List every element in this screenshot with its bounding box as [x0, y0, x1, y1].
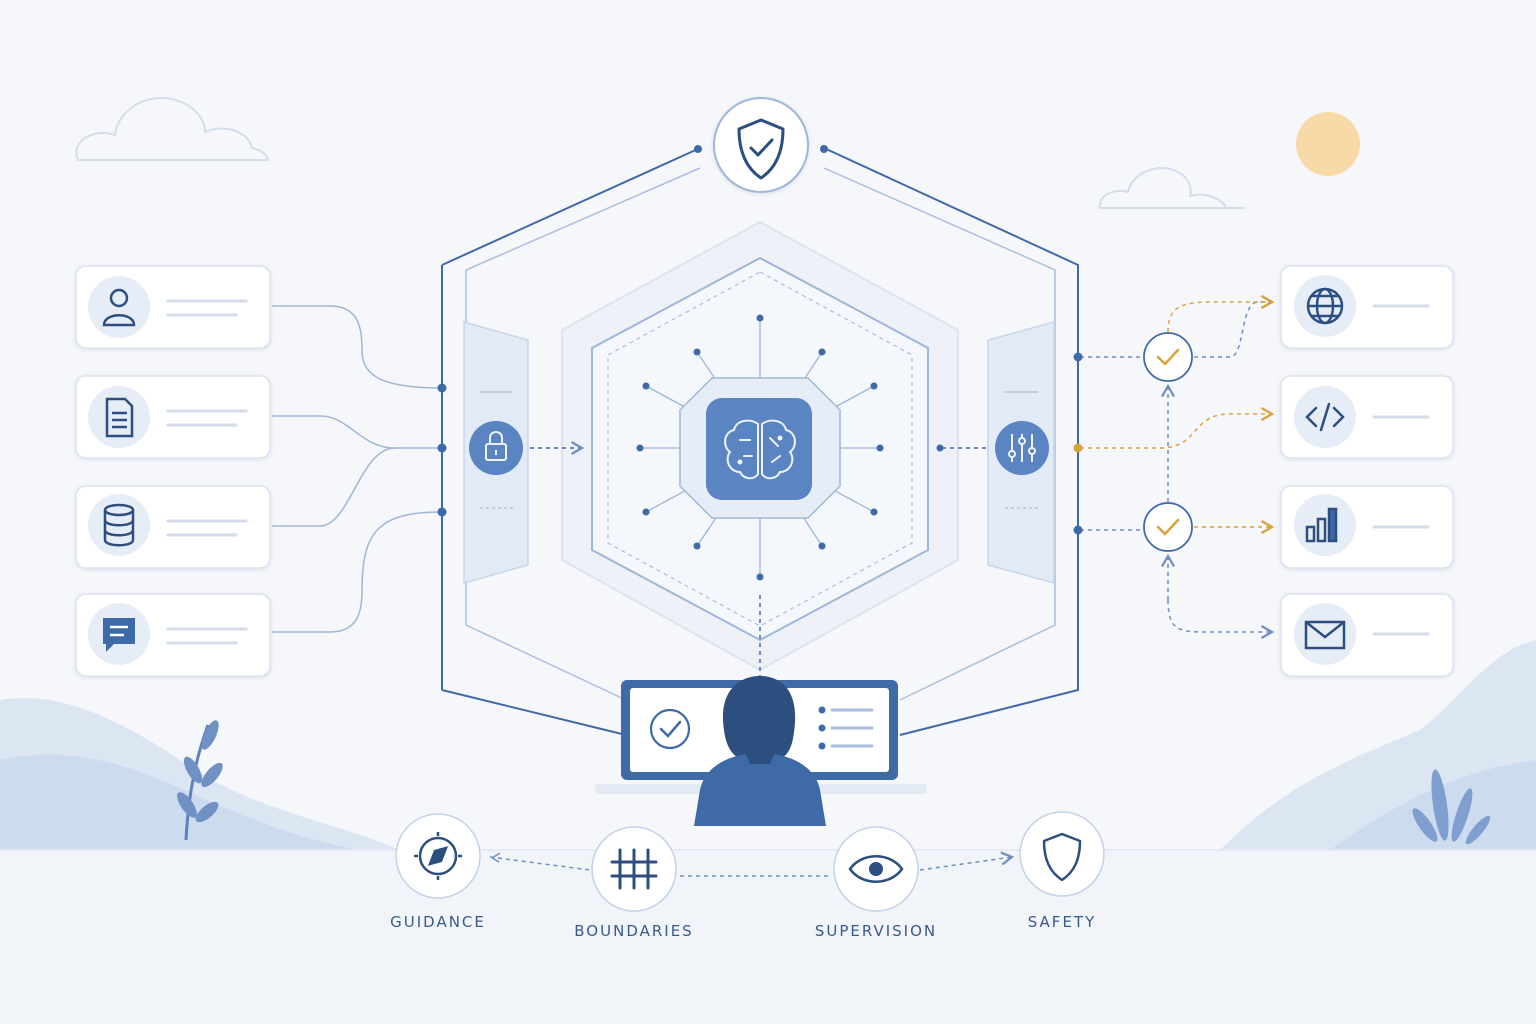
output-connector-dots [1073, 352, 1083, 535]
sliders-icon [1008, 434, 1036, 462]
bar-chart-icon [1305, 507, 1338, 543]
database-icon [103, 503, 135, 547]
safety-node[interactable]: SAFETY [1019, 811, 1105, 931]
mail-icon [1304, 620, 1346, 650]
input-card-user[interactable] [75, 265, 271, 349]
fence-icon [610, 848, 658, 890]
check-node-bottom[interactable] [1143, 502, 1193, 552]
check-icon [659, 720, 682, 738]
check-icon [1156, 348, 1180, 366]
supervision-node[interactable]: SUPERVISION [815, 826, 937, 940]
monitor-list [818, 706, 874, 750]
left-gate-panel [463, 321, 585, 584]
brain-icon [724, 419, 796, 480]
shield-icon [1042, 832, 1082, 882]
right-gate-panel [936, 321, 1055, 584]
output-card-mail[interactable] [1280, 593, 1454, 677]
lock-node[interactable] [469, 421, 523, 475]
cloud-right [1098, 167, 1228, 209]
guidance-node[interactable]: GUIDANCE [390, 813, 486, 931]
supervision-label: SUPERVISION [815, 922, 937, 940]
compass-icon [414, 832, 462, 880]
input-card-chat[interactable] [75, 593, 271, 677]
outer-frame [441, 145, 1079, 736]
background-decor [0, 96, 1536, 1024]
boundaries-label: BOUNDARIES [574, 922, 693, 940]
input-card-database[interactable] [75, 485, 271, 569]
input-card-document[interactable] [75, 375, 271, 459]
output-card-code[interactable] [1280, 375, 1454, 459]
cloud-left [75, 96, 270, 161]
guidance-label: GUIDANCE [390, 913, 486, 931]
ground [0, 850, 1536, 1024]
top-shield-node[interactable] [713, 97, 809, 193]
shield-check-icon [737, 118, 785, 180]
chat-icon [103, 618, 135, 652]
output-connectors [1080, 295, 1275, 639]
user-icon [102, 288, 136, 327]
safety-label: SAFETY [1028, 913, 1097, 931]
lock-icon [485, 431, 507, 461]
boundaries-node[interactable]: BOUNDARIES [574, 826, 693, 940]
input-connectors [272, 305, 443, 633]
output-card-globe[interactable] [1280, 265, 1454, 349]
code-icon [1305, 402, 1345, 432]
input-connector-dots [437, 383, 447, 517]
globe-icon [1306, 287, 1344, 325]
check-icon [1156, 518, 1180, 536]
input-cards [75, 265, 271, 677]
supervisor-workstation [595, 676, 927, 826]
core-spoke-dots [636, 314, 884, 581]
output-cards [1280, 265, 1454, 677]
document-icon [105, 397, 134, 438]
principles: GUIDANCE BOUNDARIES SUPERVISION [390, 811, 1105, 940]
eye-icon [848, 855, 904, 883]
check-node-top[interactable] [1143, 332, 1193, 382]
output-card-chart[interactable] [1280, 485, 1454, 569]
plant-left [177, 720, 223, 841]
person-silhouette [694, 676, 826, 826]
plant-right [1412, 769, 1491, 845]
sun [1296, 112, 1360, 176]
core-hexagon [561, 220, 959, 678]
